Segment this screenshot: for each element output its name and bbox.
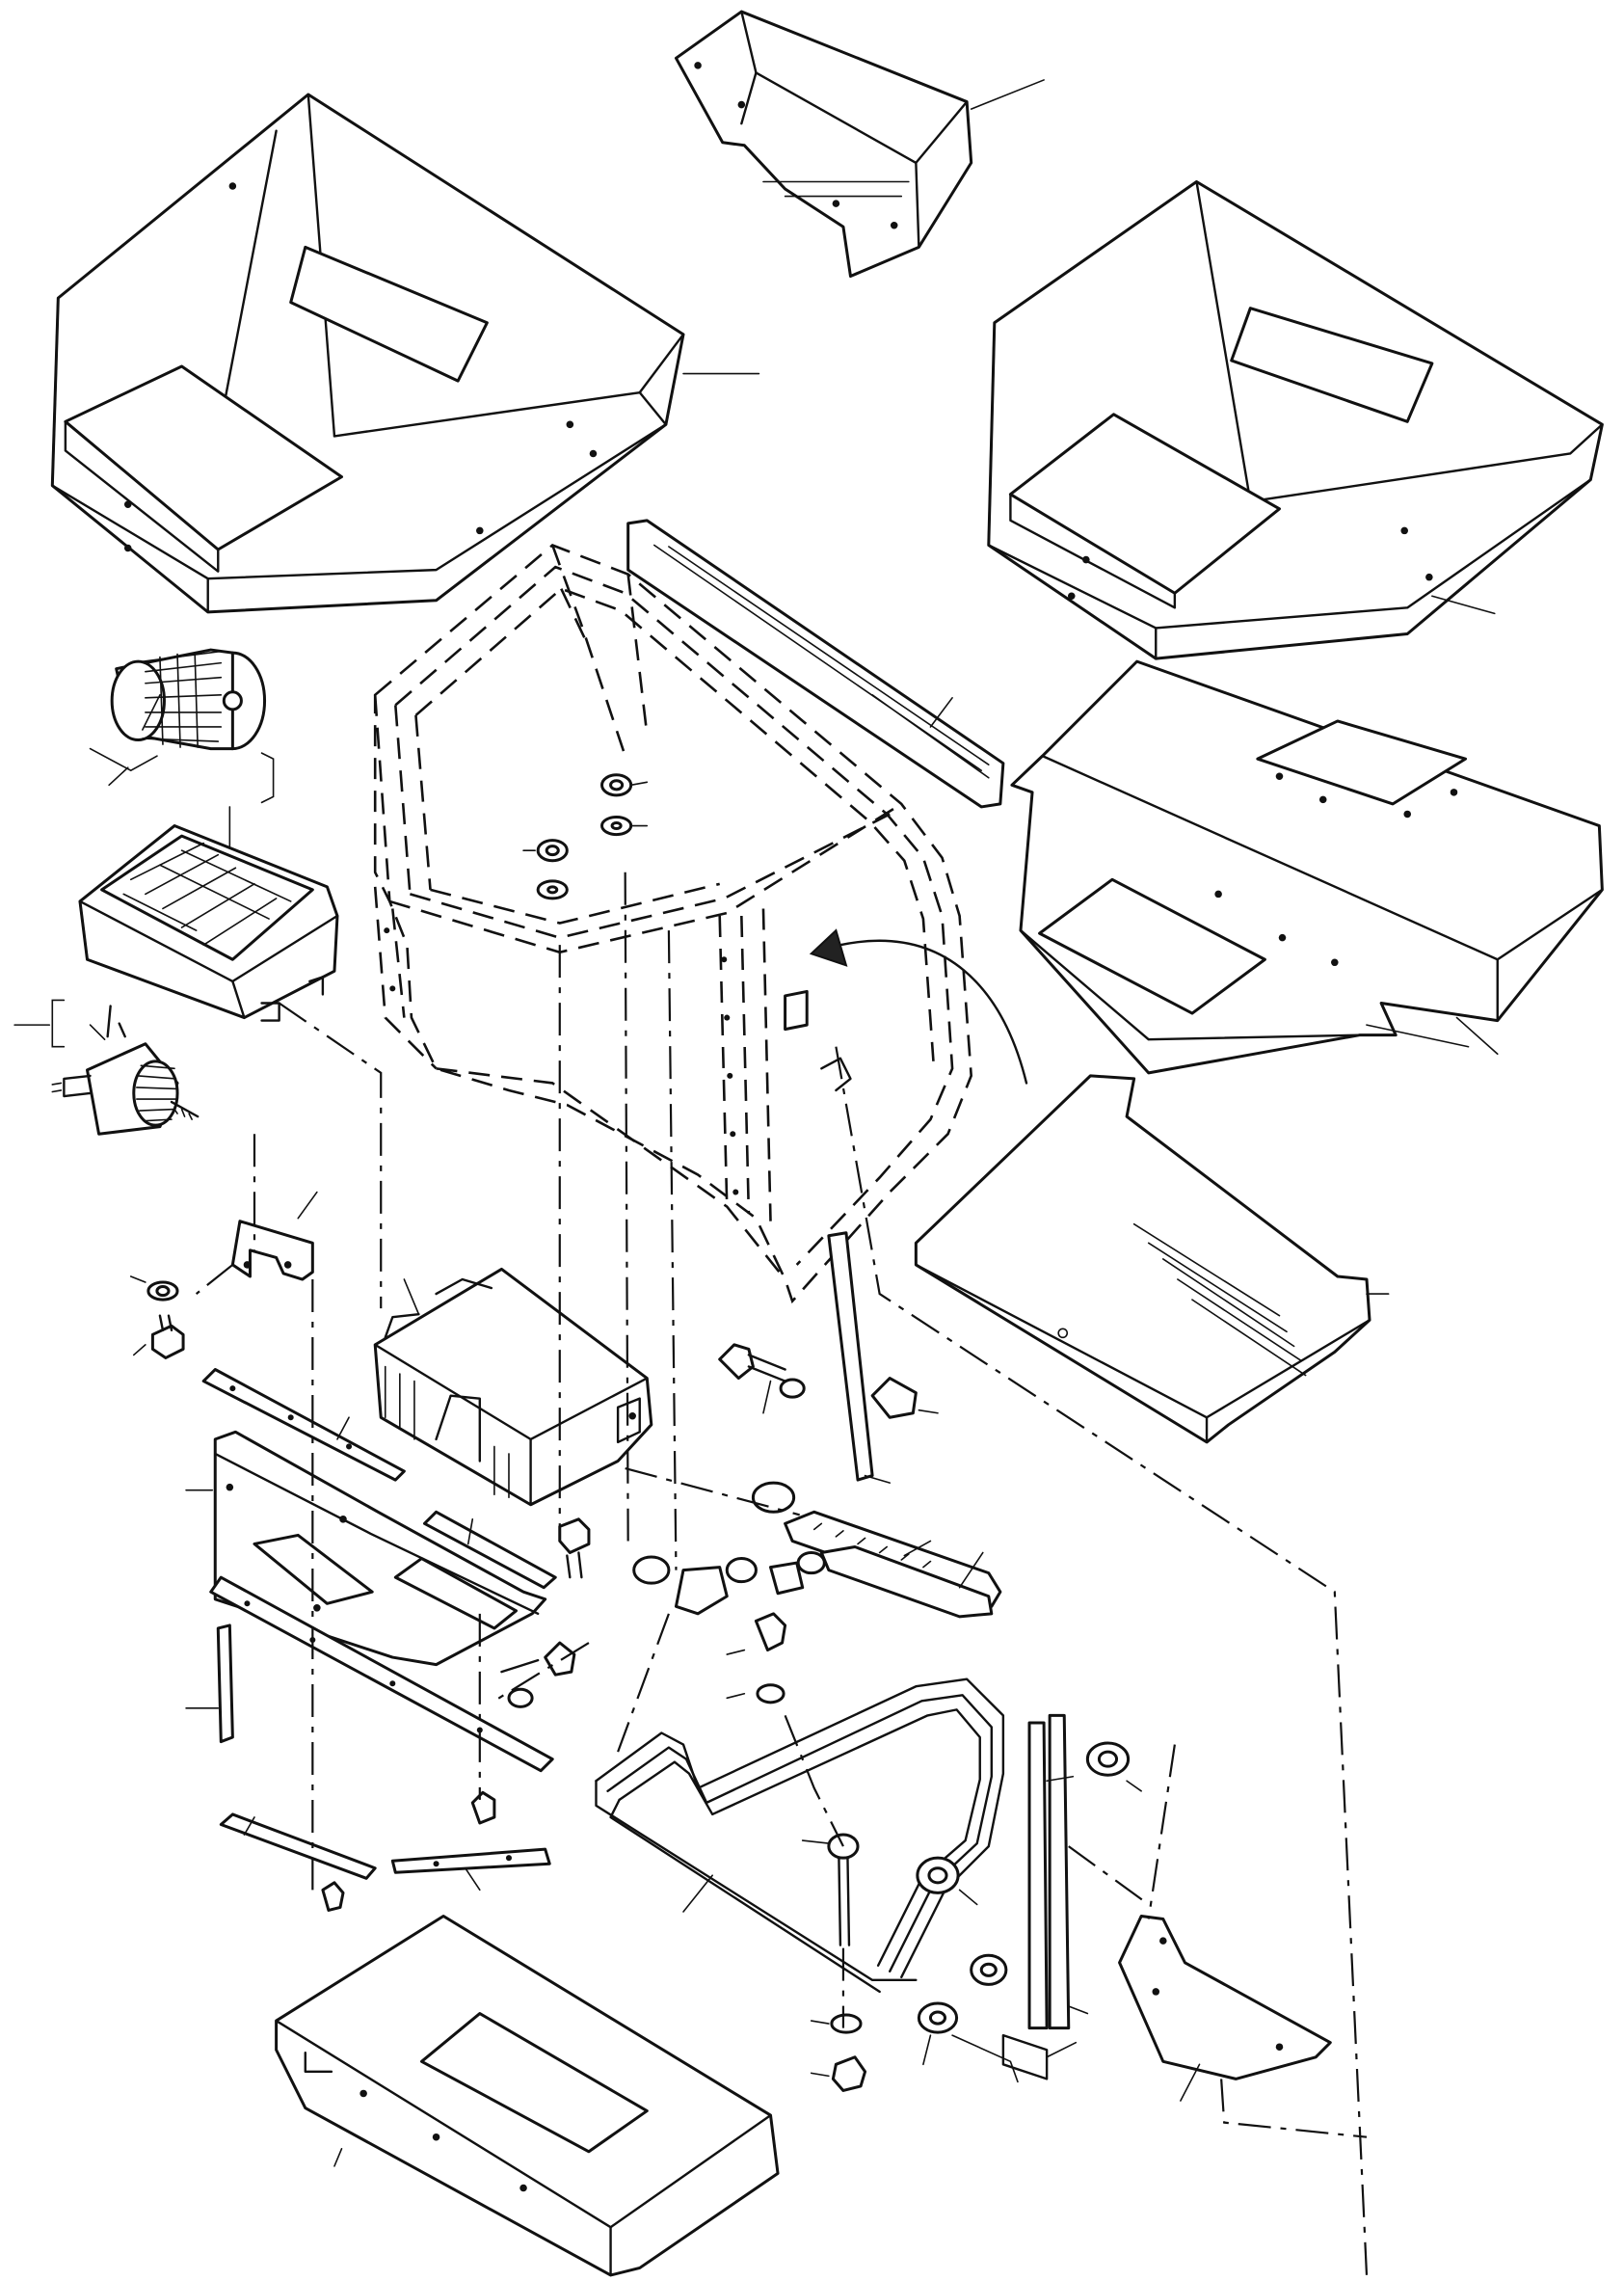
air-filter-housing xyxy=(80,807,337,1021)
blower-motor xyxy=(14,1000,198,1134)
vertical-support-strip xyxy=(785,991,891,1483)
center-fasteners xyxy=(323,775,938,1911)
left-bolts-washers xyxy=(131,1276,183,1357)
tube-assembly xyxy=(596,1679,1087,2082)
cab-frame xyxy=(375,545,971,1301)
left-roof-panel xyxy=(52,94,759,612)
mounting-bracket xyxy=(232,1193,316,1279)
top-cover-bracket xyxy=(676,12,1044,276)
heater-unit xyxy=(375,1269,652,1504)
hose-assembly xyxy=(634,1483,1000,1617)
right-roof-panel xyxy=(989,181,1603,658)
hose-clamps xyxy=(803,1743,1141,2090)
assembly-guide-lines xyxy=(197,872,1367,2275)
right-floor-mat xyxy=(916,1076,1388,1442)
air-filter-element xyxy=(91,650,274,802)
front-cover-panel xyxy=(186,1432,546,1664)
rotation-arrow xyxy=(812,930,1026,1083)
corner-cover-panel xyxy=(1120,1917,1331,2102)
right-headliner-panel xyxy=(1012,661,1602,1073)
door-seal-strip xyxy=(628,521,1003,807)
support-strips xyxy=(186,1370,555,1891)
bottom-floor-panel xyxy=(277,1917,778,2275)
